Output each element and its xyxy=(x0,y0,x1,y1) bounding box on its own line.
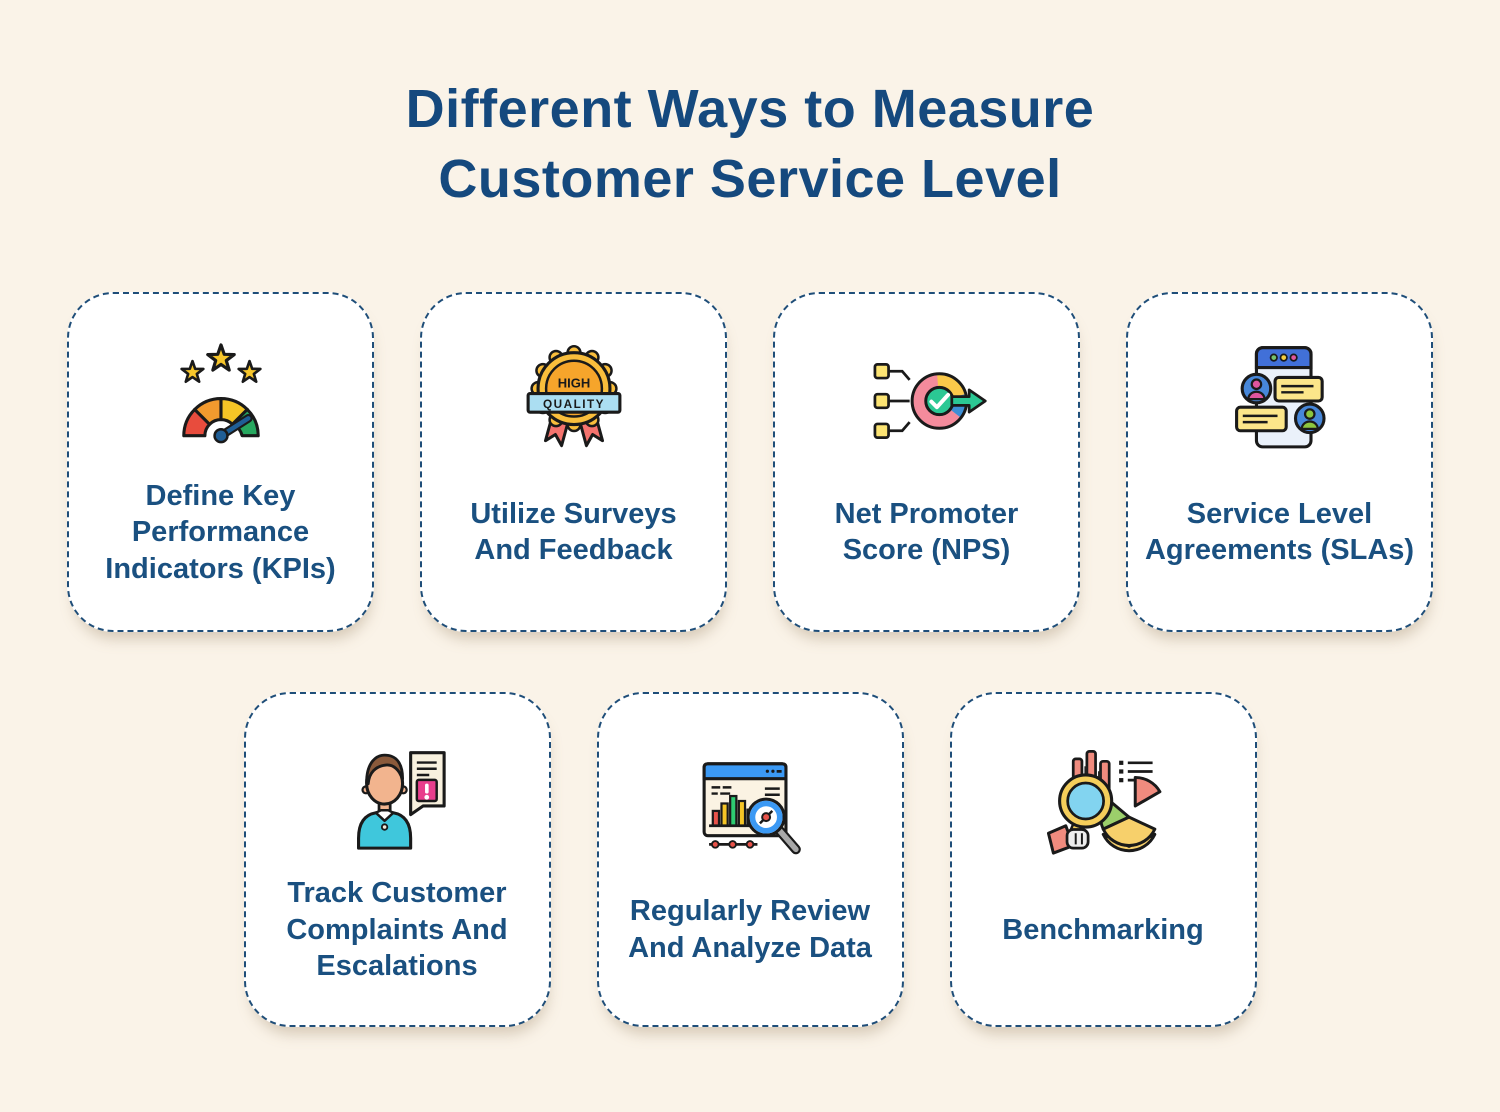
high-quality-badge-icon: HIGH QUALITY xyxy=(512,334,636,468)
card-benchmarking: Benchmarking xyxy=(949,692,1257,1028)
cards-row-top: Define Key Performance Indicators (KPIs)… xyxy=(0,292,1500,633)
card-surveys: HIGH QUALITY Utilize Surveys And Feedbac… xyxy=(420,292,727,633)
customer-complaint-icon xyxy=(335,734,459,868)
card-label: Benchmarking xyxy=(1002,913,1204,946)
nps-score-icon xyxy=(865,334,989,468)
kpi-gauge-icon xyxy=(156,334,286,468)
cards-row-bottom: Track Customer Complaints And Escalation… xyxy=(0,692,1500,1028)
card-label: Regularly Review And Analyze Data xyxy=(628,895,872,964)
card-nps: Net Promoter Score (NPS) xyxy=(773,292,1080,633)
card-label: Utilize Surveys And Feedback xyxy=(470,497,677,567)
card-label: Service Level Agreements (SLAs) xyxy=(1144,497,1415,567)
benchmarking-icon xyxy=(1040,734,1166,868)
card-review: Regularly Review And Analyze Data xyxy=(596,692,904,1028)
badge-banner-text: QUALITY xyxy=(542,398,604,411)
sla-chat-window-icon xyxy=(1218,334,1342,468)
badge-top-text: HIGH xyxy=(557,376,590,391)
data-analysis-icon xyxy=(686,734,814,868)
card-kpi: Define Key Performance Indicators (KPIs) xyxy=(67,292,374,633)
card-complaints: Track Customer Complaints And Escalation… xyxy=(243,692,551,1028)
page-title: Different Ways to Measure Customer Servi… xyxy=(405,79,1095,210)
card-label: Net Promoter Score (NPS) xyxy=(834,497,1019,567)
card-label: Define Key Performance Indicators (KPIs) xyxy=(105,479,336,585)
card-sla: Service Level Agreements (SLAs) xyxy=(1126,292,1433,633)
card-label: Track Customer Complaints And Escalation… xyxy=(286,877,508,983)
